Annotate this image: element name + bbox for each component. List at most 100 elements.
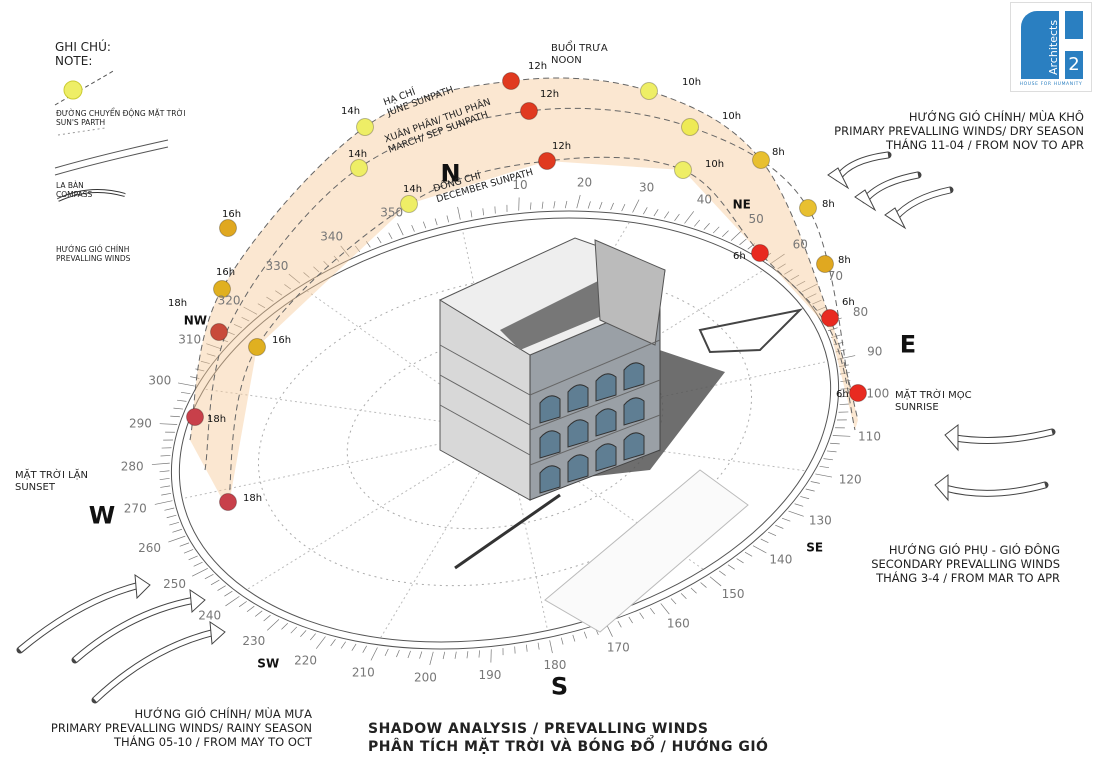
window [623,397,645,426]
compass-tick [159,477,170,481]
noon-label: BUỔI TRƯA NOON [551,43,608,67]
compass-tick [281,623,289,630]
compass-tick [169,521,180,526]
compass-degree-label: 320 [218,294,241,308]
compass-degree-label: 50 [749,212,764,226]
sun-hour-label: 16h [222,209,241,220]
compass-degree-label: 130 [809,514,832,528]
compass-degree-label: 280 [121,460,144,474]
compass-tick [388,232,393,240]
window [539,465,561,494]
legend-heading-vi: GHI CHÚ: [55,40,111,54]
sun-marker [799,199,817,217]
compass-tick [807,293,817,299]
compass-tick [257,303,266,309]
compass-tick [744,551,753,557]
sun-marker [502,72,520,90]
sun-marker [210,323,228,341]
compass-tick [572,634,576,642]
compass-tick [478,650,480,658]
compass-tick [721,230,729,237]
compass-tick [457,206,461,220]
compass-tick [188,555,198,561]
compass-tick [560,637,564,645]
compass-tick [313,266,320,273]
sun-hour-label: 6h [842,297,855,308]
compass-cardinal-sw: SW [257,657,279,671]
compass-tick [177,382,195,387]
compass-tick [397,223,404,236]
compass-tick [530,202,532,210]
compass-tick [419,651,423,659]
compass-tick [670,598,677,605]
sun-hour-label: 8h [772,147,785,158]
rainy-wind-l3: THÁNG 05-10 / FROM MAY TO OCT [114,735,312,749]
wind-arrow [71,596,199,664]
wind-arrowhead [189,589,206,614]
compass-tick [800,496,810,500]
window [539,430,561,459]
compass-degree-label: 230 [242,634,265,648]
wind-arrows [16,151,1056,704]
compass-tick [315,636,326,649]
company-logo: 2 Architects HOUSE FOR HUMANITY [1010,2,1092,92]
dry-wind-l1: HƯỚNG GIÓ CHÍNH/ MÙA KHÔ [908,110,1084,124]
sun-marker [520,102,538,120]
compass-tick [370,647,378,661]
title-en: SHADOW ANALYSIS / PREVALLING WINDS [368,721,709,737]
compass-degree-label: 240 [198,608,221,622]
compass-tick [243,306,258,315]
compass-tick [160,455,171,457]
compass-cardinal-ne: NE [733,197,751,211]
compass-degree-label: 340 [320,229,343,243]
compass-tick [241,317,250,322]
compass-tick [736,558,744,564]
compass-tick [181,391,191,395]
noon-vi: BUỔI TRƯA [551,43,608,54]
compass-tick [768,531,777,536]
legend-wind-vi: HƯỚNG GIÓ CHÍNH [56,245,130,254]
sun-marker [248,338,266,356]
compass-cardinal-e: E [900,330,916,358]
window [623,362,645,391]
legend-heading-en: NOTE: [55,54,93,68]
page-title: SHADOW ANALYSIS / PREVALLING WINDS PHÂN … [368,720,768,756]
compass-tick [288,273,301,284]
compass-tick [168,535,186,543]
compass-cardinal-nw: NW [184,314,207,328]
compass-tick [790,274,800,281]
compass-tick [446,215,450,223]
legend-compass-en: COMPASS [56,190,93,199]
compass-tick [266,296,274,302]
wind-arrowhead [209,621,226,646]
compass-degree-label: 350 [380,205,403,219]
compass-degree-label: 10 [512,178,527,192]
compass-tick [210,579,220,586]
window [595,373,617,402]
compass-tick [275,290,283,296]
compass-spoke [504,429,549,631]
compass-tick [810,481,820,484]
legend-wind-en: PREVALLING WINDS [56,254,131,263]
legend-sun-path-en: SUN'S PARTH [56,118,106,127]
compass-tick [340,245,350,257]
compass-cardinal-se: SE [806,540,823,554]
compass-degree-label: 90 [867,344,882,358]
window [567,419,589,448]
compass-tick [830,442,840,445]
secondary-wind-l3: THÁNG 3-4 / FROM MAR TO APR [876,571,1060,585]
compass-tick [840,387,851,390]
logo-letter: A [1047,67,1060,75]
compass-tick [549,640,553,654]
sun-marker [219,493,237,511]
compass-degree-label: 80 [853,305,868,319]
compass-tick [195,368,205,372]
compass-degree-label: 290 [129,417,152,431]
sun-hour-label: 6h [836,389,849,400]
compass-tick [309,633,316,641]
compass-tick [526,644,528,652]
wind-arrowhead [827,167,850,190]
compass-degree-label: 40 [697,193,712,207]
compass-tick [411,224,415,232]
compass-tick [700,582,707,588]
